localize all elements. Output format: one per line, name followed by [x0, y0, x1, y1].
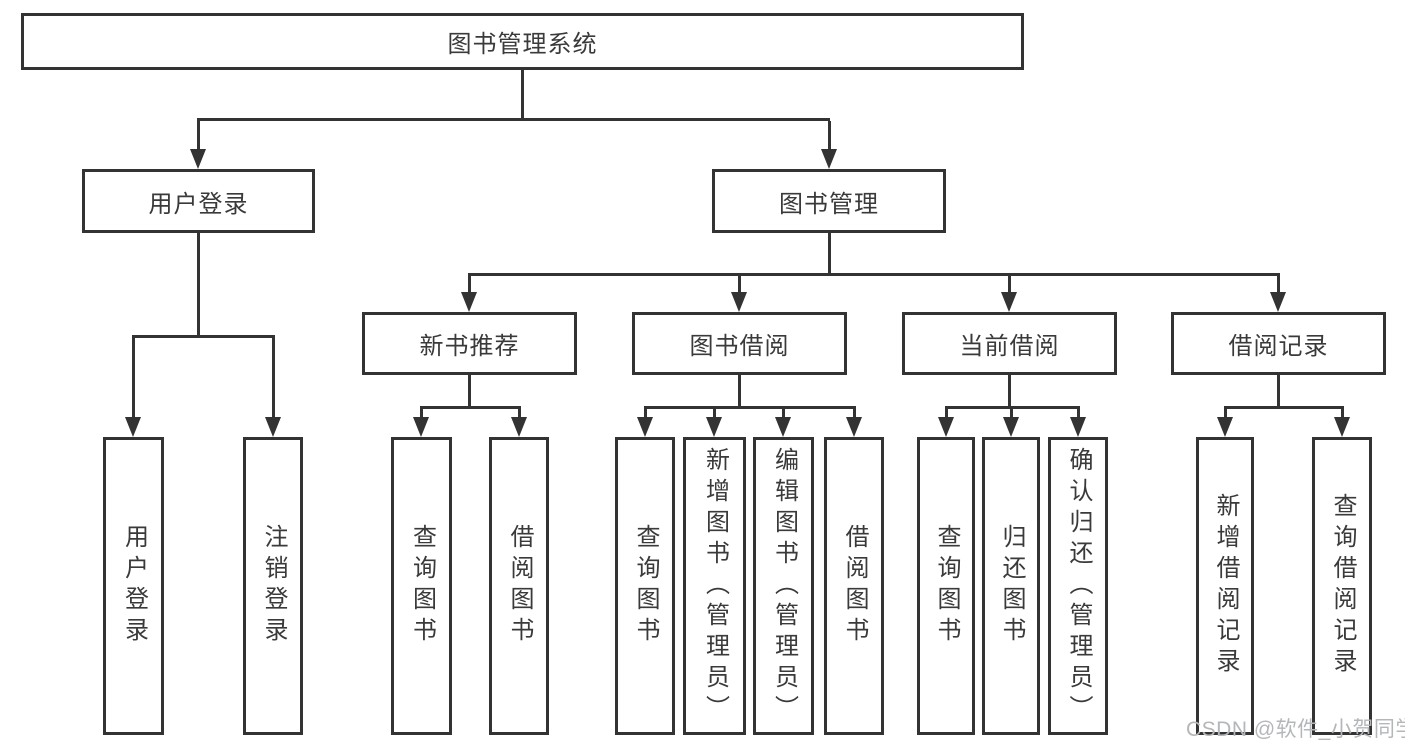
arrow-down-icon: [511, 417, 527, 437]
node-current-borrowing-label: 当前借阅: [959, 333, 1060, 360]
node-book-borrowing: 图书借阅: [632, 312, 847, 375]
node-borrowing-records-label: 借阅记录: [1228, 333, 1329, 360]
leaf-add-borrow-record: 新增借阅记录: [1196, 437, 1254, 735]
node-book-management-label: 图书管理: [779, 190, 879, 218]
node-user-login-label: 用户登录: [148, 190, 249, 218]
arrow-down-icon: [461, 292, 477, 312]
leaf-confirm-return-admin: 确认归还（管理员）: [1048, 437, 1108, 735]
arrow-down-icon: [1270, 292, 1286, 312]
connector-vline: [1224, 406, 1227, 420]
connector-vline: [420, 406, 423, 420]
leaf-logout-label: 注销登录: [260, 524, 287, 648]
leaf-user-login: 用户登录: [103, 437, 164, 735]
leaf-add-books-admin: 新增图书（管理员）: [683, 437, 746, 735]
connector-hline: [1224, 406, 1344, 409]
arrow-down-icon: [775, 417, 791, 437]
arrow-down-icon: [821, 149, 837, 169]
arrow-down-icon: [1334, 417, 1350, 437]
arrow-down-icon: [1217, 417, 1233, 437]
leaf-logout: 注销登录: [243, 437, 303, 735]
connector-vline: [828, 121, 831, 150]
arrow-down-icon: [1003, 417, 1019, 437]
arrow-down-icon: [1070, 417, 1086, 437]
node-borrowing-records: 借阅记录: [1171, 312, 1386, 375]
connector-vline: [272, 335, 275, 418]
node-book-management: 图书管理: [712, 169, 946, 233]
connector-hline: [197, 118, 830, 121]
leaf-return-books: 归还图书: [982, 437, 1040, 735]
leaf-query-books-borrow: 查询图书: [615, 437, 675, 735]
connector-vline: [468, 273, 471, 293]
node-new-book-recommend: 新书推荐: [362, 312, 577, 375]
node-book-borrowing-label: 图书借阅: [689, 333, 790, 360]
node-new-book-recommend-label: 新书推荐: [419, 333, 520, 360]
connector-vline: [1010, 406, 1013, 420]
leaf-query-books-current: 查询图书: [917, 437, 975, 735]
leaf-borrow-books-borrow: 借阅图书: [824, 437, 884, 735]
leaf-query-borrow-record-label: 查询借阅记录: [1329, 493, 1356, 679]
connector-vline: [782, 406, 785, 420]
connector-vline: [1008, 375, 1011, 409]
connector-vline: [132, 335, 135, 418]
connector-vline: [738, 273, 741, 293]
arrow-down-icon: [731, 292, 747, 312]
connector-vline: [1008, 273, 1011, 293]
connector-vline: [1277, 273, 1280, 293]
leaf-edit-books-admin-label: 编辑图书（管理员）: [770, 446, 798, 726]
connector-vline: [1077, 406, 1080, 420]
watermark: CSDN @软件_小贺同学: [1186, 718, 1405, 741]
connector-vline: [197, 233, 200, 338]
leaf-confirm-return-admin-label: 确认归还（管理员）: [1065, 446, 1092, 726]
leaf-edit-books-admin: 编辑图书（管理员）: [753, 437, 814, 735]
connector-vline: [197, 121, 200, 150]
arrow-down-icon: [125, 417, 141, 437]
leaf-borrow-books-recommend: 借阅图书: [489, 437, 549, 735]
leaf-return-books-label: 归还图书: [998, 524, 1025, 648]
leaf-query-borrow-record: 查询借阅记录: [1312, 437, 1372, 735]
arrow-down-icon: [706, 417, 722, 437]
connector-vline: [853, 406, 856, 420]
connector-hline: [644, 406, 856, 409]
connector-vline: [738, 375, 741, 409]
leaf-borrow-books-borrow-label: 借阅图书: [841, 524, 868, 648]
arrow-down-icon: [190, 149, 206, 169]
leaf-add-books-admin-label: 新增图书（管理员）: [701, 446, 729, 726]
node-current-borrowing: 当前借阅: [902, 312, 1117, 375]
connector-vline: [1277, 375, 1280, 409]
arrow-down-icon: [1001, 292, 1017, 312]
connector-hline: [132, 335, 275, 338]
connector-hline: [420, 406, 521, 409]
connector-vline: [1341, 406, 1344, 420]
leaf-query-books-recommend: 查询图书: [391, 437, 452, 735]
arrow-down-icon: [413, 417, 429, 437]
arrow-down-icon: [846, 417, 862, 437]
connector-vline: [518, 406, 521, 420]
connector-hline: [468, 273, 1280, 276]
connector-vline: [713, 406, 716, 420]
node-user-login: 用户登录: [82, 169, 315, 233]
node-root: 图书管理系统: [21, 13, 1024, 70]
leaf-user-login-label: 用户登录: [120, 524, 148, 648]
arrow-down-icon: [938, 417, 954, 437]
leaf-query-books-current-label: 查询图书: [933, 524, 960, 648]
leaf-borrow-books-recommend-label: 借阅图书: [506, 524, 533, 648]
leaf-query-books-borrow-label: 查询图书: [632, 524, 659, 648]
connector-vline: [945, 406, 948, 420]
arrow-down-icon: [265, 417, 281, 437]
leaf-query-books-recommend-label: 查询图书: [408, 524, 436, 648]
leaf-add-borrow-record-label: 新增借阅记录: [1212, 493, 1239, 679]
connector-vline: [521, 70, 524, 121]
arrow-down-icon: [637, 417, 653, 437]
connector-vline: [468, 375, 471, 409]
connector-vline: [828, 233, 831, 276]
node-root-label: 图书管理系统: [447, 31, 598, 58]
connector-vline: [644, 406, 647, 420]
